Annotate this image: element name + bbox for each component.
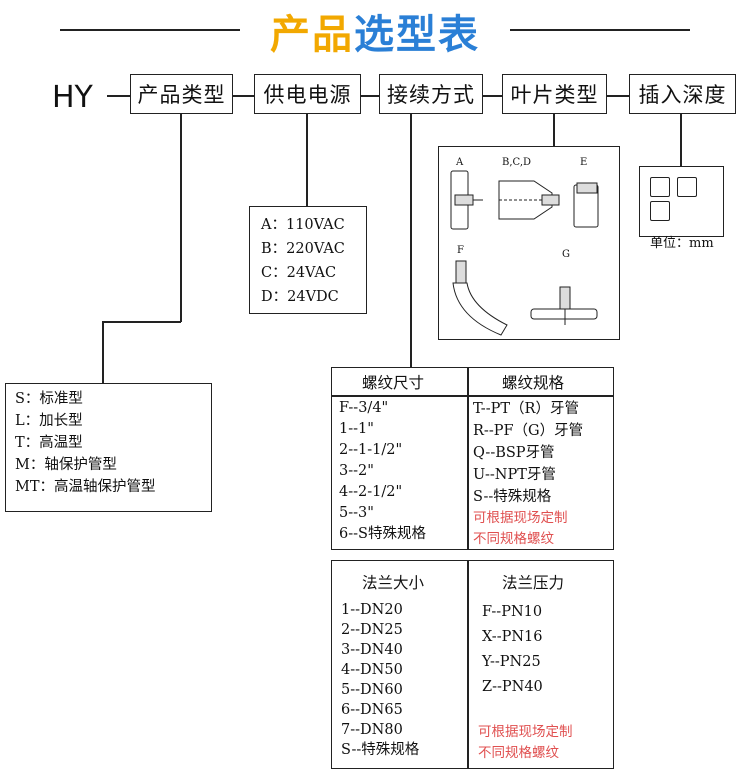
list-item: T--PT（R）牙管: [473, 401, 579, 417]
header-power: 供电电源: [254, 74, 361, 114]
list-item: S--特殊规格: [341, 742, 420, 758]
list-item: R--PF（G）牙管: [473, 423, 584, 439]
flange-size-header: 法兰大小: [362, 574, 425, 592]
blade-label-f: F: [457, 245, 464, 256]
page-title: 产品选型表: [0, 2, 750, 60]
connector: [306, 114, 308, 206]
flange-pressure-header: 法兰压力: [502, 574, 565, 592]
depth-digit-boxes: [650, 177, 723, 225]
title-part1: 产品: [270, 12, 354, 58]
header-blade-type: 叶片类型: [502, 74, 607, 114]
connector: [361, 95, 379, 97]
power-list: A：110VAC B：220VAC C：24VAC D：24VDC: [249, 206, 367, 314]
list-item: Z--PN40: [482, 679, 543, 695]
list-item: MT：高温轴保护管型: [15, 479, 156, 495]
header-product-type: 产品类型: [130, 74, 233, 114]
list-item: S--特殊规格: [473, 489, 552, 505]
connector: [107, 95, 130, 97]
digit-box: [650, 177, 670, 197]
thread-spec-header: 螺纹规格: [502, 374, 565, 392]
list-item: 3--DN40: [341, 642, 403, 658]
connector: [102, 321, 181, 323]
connector: [607, 95, 629, 97]
list-item: 4--2-1/2": [339, 484, 403, 500]
list-item: 5--DN60: [341, 682, 403, 698]
list-item: 6--S特殊规格: [339, 526, 426, 542]
list-item: 2--DN25: [341, 622, 403, 638]
list-item: Q--BSP牙管: [473, 445, 555, 461]
list-item: U--NPT牙管: [473, 467, 556, 483]
product-type-list: S：标准型 L：加长型 T：高温型 M：轴保护管型 MT：高温轴保护管型: [5, 383, 212, 512]
connector: [410, 114, 412, 368]
list-item: X--PN16: [482, 629, 543, 645]
list-item: F--PN10: [482, 604, 543, 620]
blade-diagram: A B,C,D E F G: [438, 146, 620, 340]
connector: [553, 114, 555, 146]
list-item: M：轴保护管型: [15, 457, 117, 473]
title-rule-left: [60, 29, 240, 31]
thread-size-header: 螺纹尺寸: [362, 374, 425, 392]
connector: [233, 95, 254, 97]
digit-box: [650, 201, 670, 221]
blade-shapes: [450, 170, 599, 336]
custom-note: 不同规格螺纹: [478, 745, 559, 761]
custom-note: 可根据现场定制: [478, 724, 573, 740]
list-item: 3--2": [339, 463, 374, 479]
list-item: L：加长型: [15, 413, 83, 429]
blade-label-g: G: [562, 249, 570, 260]
list-item: 7--DN80: [341, 722, 403, 738]
list-item: 4--DN50: [341, 662, 403, 678]
list-item: 6--DN65: [341, 702, 403, 718]
header-connection: 接续方式: [379, 74, 483, 114]
title-part2: 选型表: [354, 12, 480, 58]
connector: [102, 321, 104, 383]
model-prefix: HY: [52, 80, 93, 115]
digit-box: [677, 177, 697, 197]
blade-label-e: E: [580, 157, 588, 168]
blade-label-bcd: B,C,D: [502, 157, 532, 168]
connector: [680, 114, 682, 166]
custom-note: 可根据现场定制: [473, 510, 568, 526]
list-item: 1--DN20: [341, 602, 403, 618]
blade-label-a: A: [456, 157, 464, 168]
list-item: 5--3": [339, 505, 374, 521]
list-item: F--3/4": [339, 400, 389, 416]
list-item: Y--PN25: [482, 654, 541, 670]
flange-table: 法兰大小 法兰压力 1--DN20 2--DN25 3--DN40 4--DN5…: [331, 560, 614, 769]
list-item: T：高温型: [15, 435, 83, 451]
connector: [483, 95, 502, 97]
thread-table: 螺纹尺寸 螺纹规格 F--3/4" 1--1" 2--1-1/2" 3--2" …: [331, 367, 614, 550]
list-item: A：110VAC: [261, 217, 345, 233]
list-item: 2--1-1/2": [339, 442, 403, 458]
list-item: D：24VDC: [261, 289, 339, 305]
custom-note: 不同规格螺纹: [473, 531, 554, 547]
list-item: C：24VAC: [261, 265, 337, 281]
list-item: S：标准型: [15, 391, 83, 407]
depth-unit-label: 单位：mm: [650, 236, 714, 251]
list-item: 1--1": [339, 421, 374, 437]
connector: [180, 114, 182, 322]
header-insert-depth: 插入深度: [629, 74, 736, 114]
list-item: B：220VAC: [261, 241, 345, 257]
title-rule-right: [510, 29, 690, 31]
depth-box: 单位：mm: [639, 166, 724, 251]
